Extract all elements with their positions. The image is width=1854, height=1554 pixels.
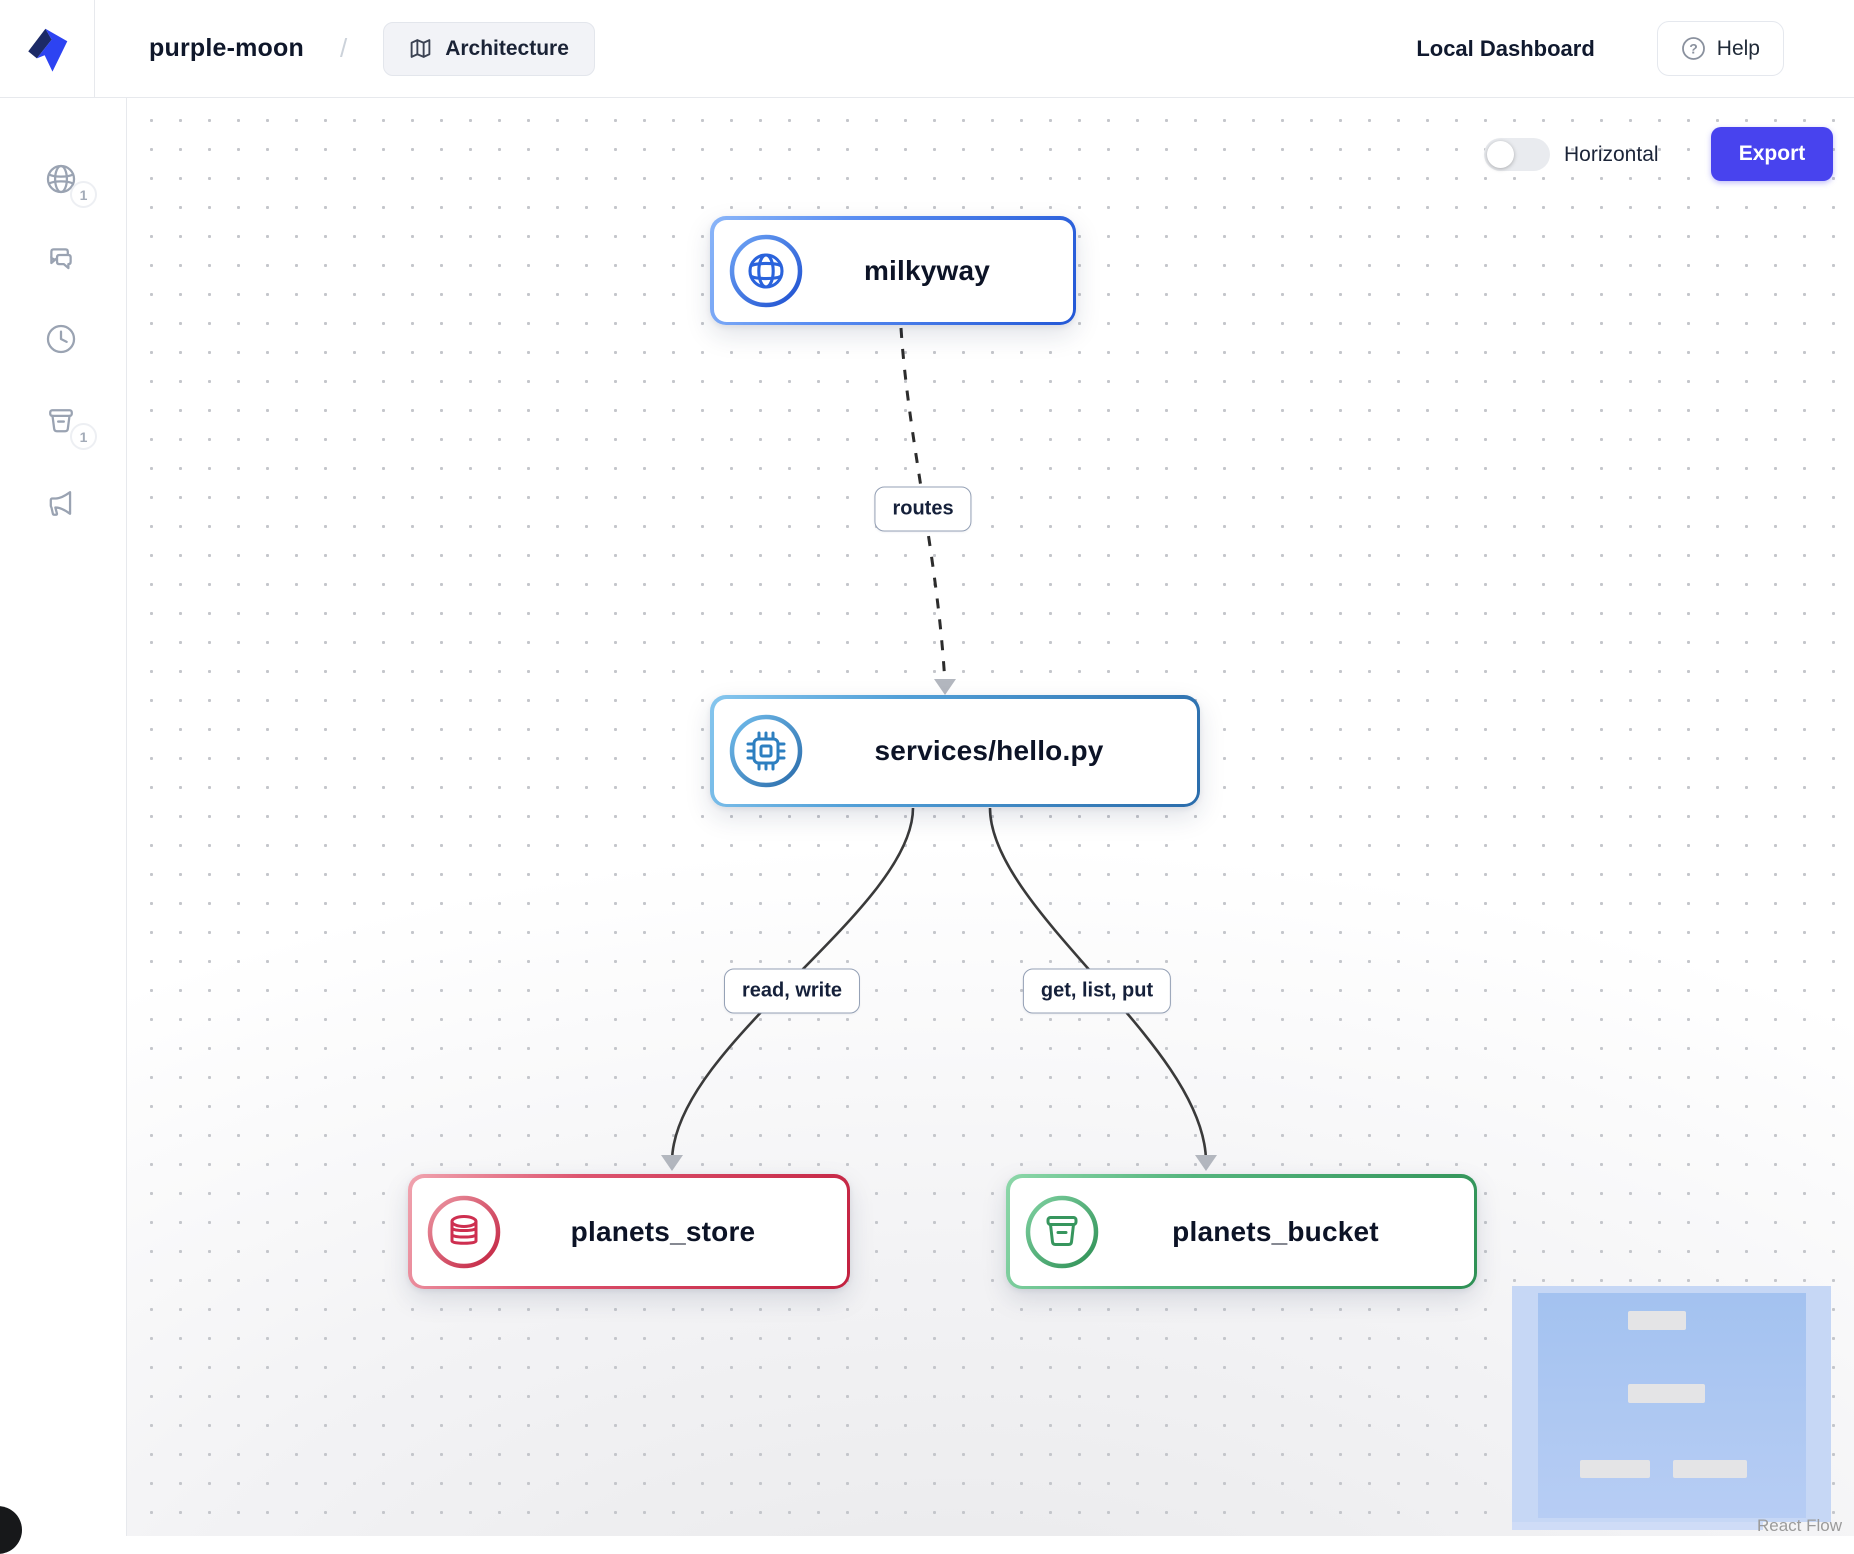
sidebar-item-schedules[interactable] [44,322,78,356]
node-label: services/hello.py [804,735,1175,767]
node-services-hello[interactable]: services/hello.py [710,695,1200,807]
breadcrumb: purple-moon / Architecture [95,22,595,76]
buckets-count-badge: 1 [70,423,97,450]
app-logo-icon[interactable] [22,23,72,75]
svg-text:?: ? [1689,41,1698,57]
header-right: Local Dashboard ? Help [1416,21,1854,76]
globe-icon [728,233,804,309]
minimap-mask-strip [1512,1522,1763,1530]
node-planets-bucket[interactable]: planets_bucket [1006,1174,1477,1289]
map-icon [409,37,432,60]
minimap-node-milkyway [1628,1311,1686,1330]
react-flow-attribution[interactable]: React Flow [1757,1516,1842,1536]
minimap-node-bucket [1673,1460,1747,1478]
node-milkyway[interactable]: milkyway [710,216,1076,325]
node-services-body: services/hello.py [714,699,1197,804]
sidebar-item-apis[interactable]: 1 [44,162,78,196]
database-icon [426,1194,502,1270]
minimap[interactable] [1512,1286,1831,1530]
tab-architecture-label: Architecture [445,37,569,61]
orientation-toggle[interactable] [1484,138,1550,171]
node-label: planets_bucket [1100,1216,1452,1248]
megaphone-icon [44,486,78,520]
help-icon: ? [1681,36,1706,61]
sidebar-item-buckets[interactable]: 1 [44,404,78,438]
minimap-node-services [1628,1384,1705,1403]
edge-arrowhead-store [661,1155,683,1171]
flow-canvas[interactable]: milkyway services/hello.py [127,98,1854,1536]
help-button-label: Help [1717,37,1760,61]
node-store-body: planets_store [412,1178,847,1286]
edge-label-routes: routes [874,487,971,532]
local-dashboard-label: Local Dashboard [1416,36,1594,62]
logo-cell [0,0,95,97]
help-button[interactable]: ? Help [1657,21,1784,76]
edge-label-read-write: read, write [724,969,860,1014]
apis-count-badge: 1 [70,181,97,208]
sidebar-item-websockets[interactable] [44,242,78,276]
node-label: milkyway [804,255,1051,287]
orientation-toggle-label: Horizontal [1564,138,1659,171]
bucket-icon [1024,1194,1100,1270]
edge-arrowhead-bucket [1195,1155,1217,1171]
project-name: purple-moon [149,34,304,63]
cpu-icon [728,713,804,789]
chat-icon [44,242,78,276]
edge-label-get-list-put: get, list, put [1023,969,1171,1014]
node-label: planets_store [502,1216,825,1248]
sidebar-item-topics[interactable] [44,486,78,520]
node-milkyway-body: milkyway [714,220,1073,322]
node-bucket-body: planets_bucket [1010,1178,1474,1286]
node-planets-store[interactable]: planets_store [408,1174,850,1289]
sidebar: 1 1 [0,98,127,1536]
edge-arrowhead-services [934,679,956,695]
clock-icon [44,322,78,356]
tab-architecture[interactable]: Architecture [383,22,595,76]
breadcrumb-separator: / [340,33,347,64]
minimap-node-store [1580,1460,1650,1478]
app-header: purple-moon / Architecture Local Dashboa… [0,0,1854,98]
toggle-knob [1487,141,1514,168]
export-button[interactable]: Export [1711,127,1833,181]
